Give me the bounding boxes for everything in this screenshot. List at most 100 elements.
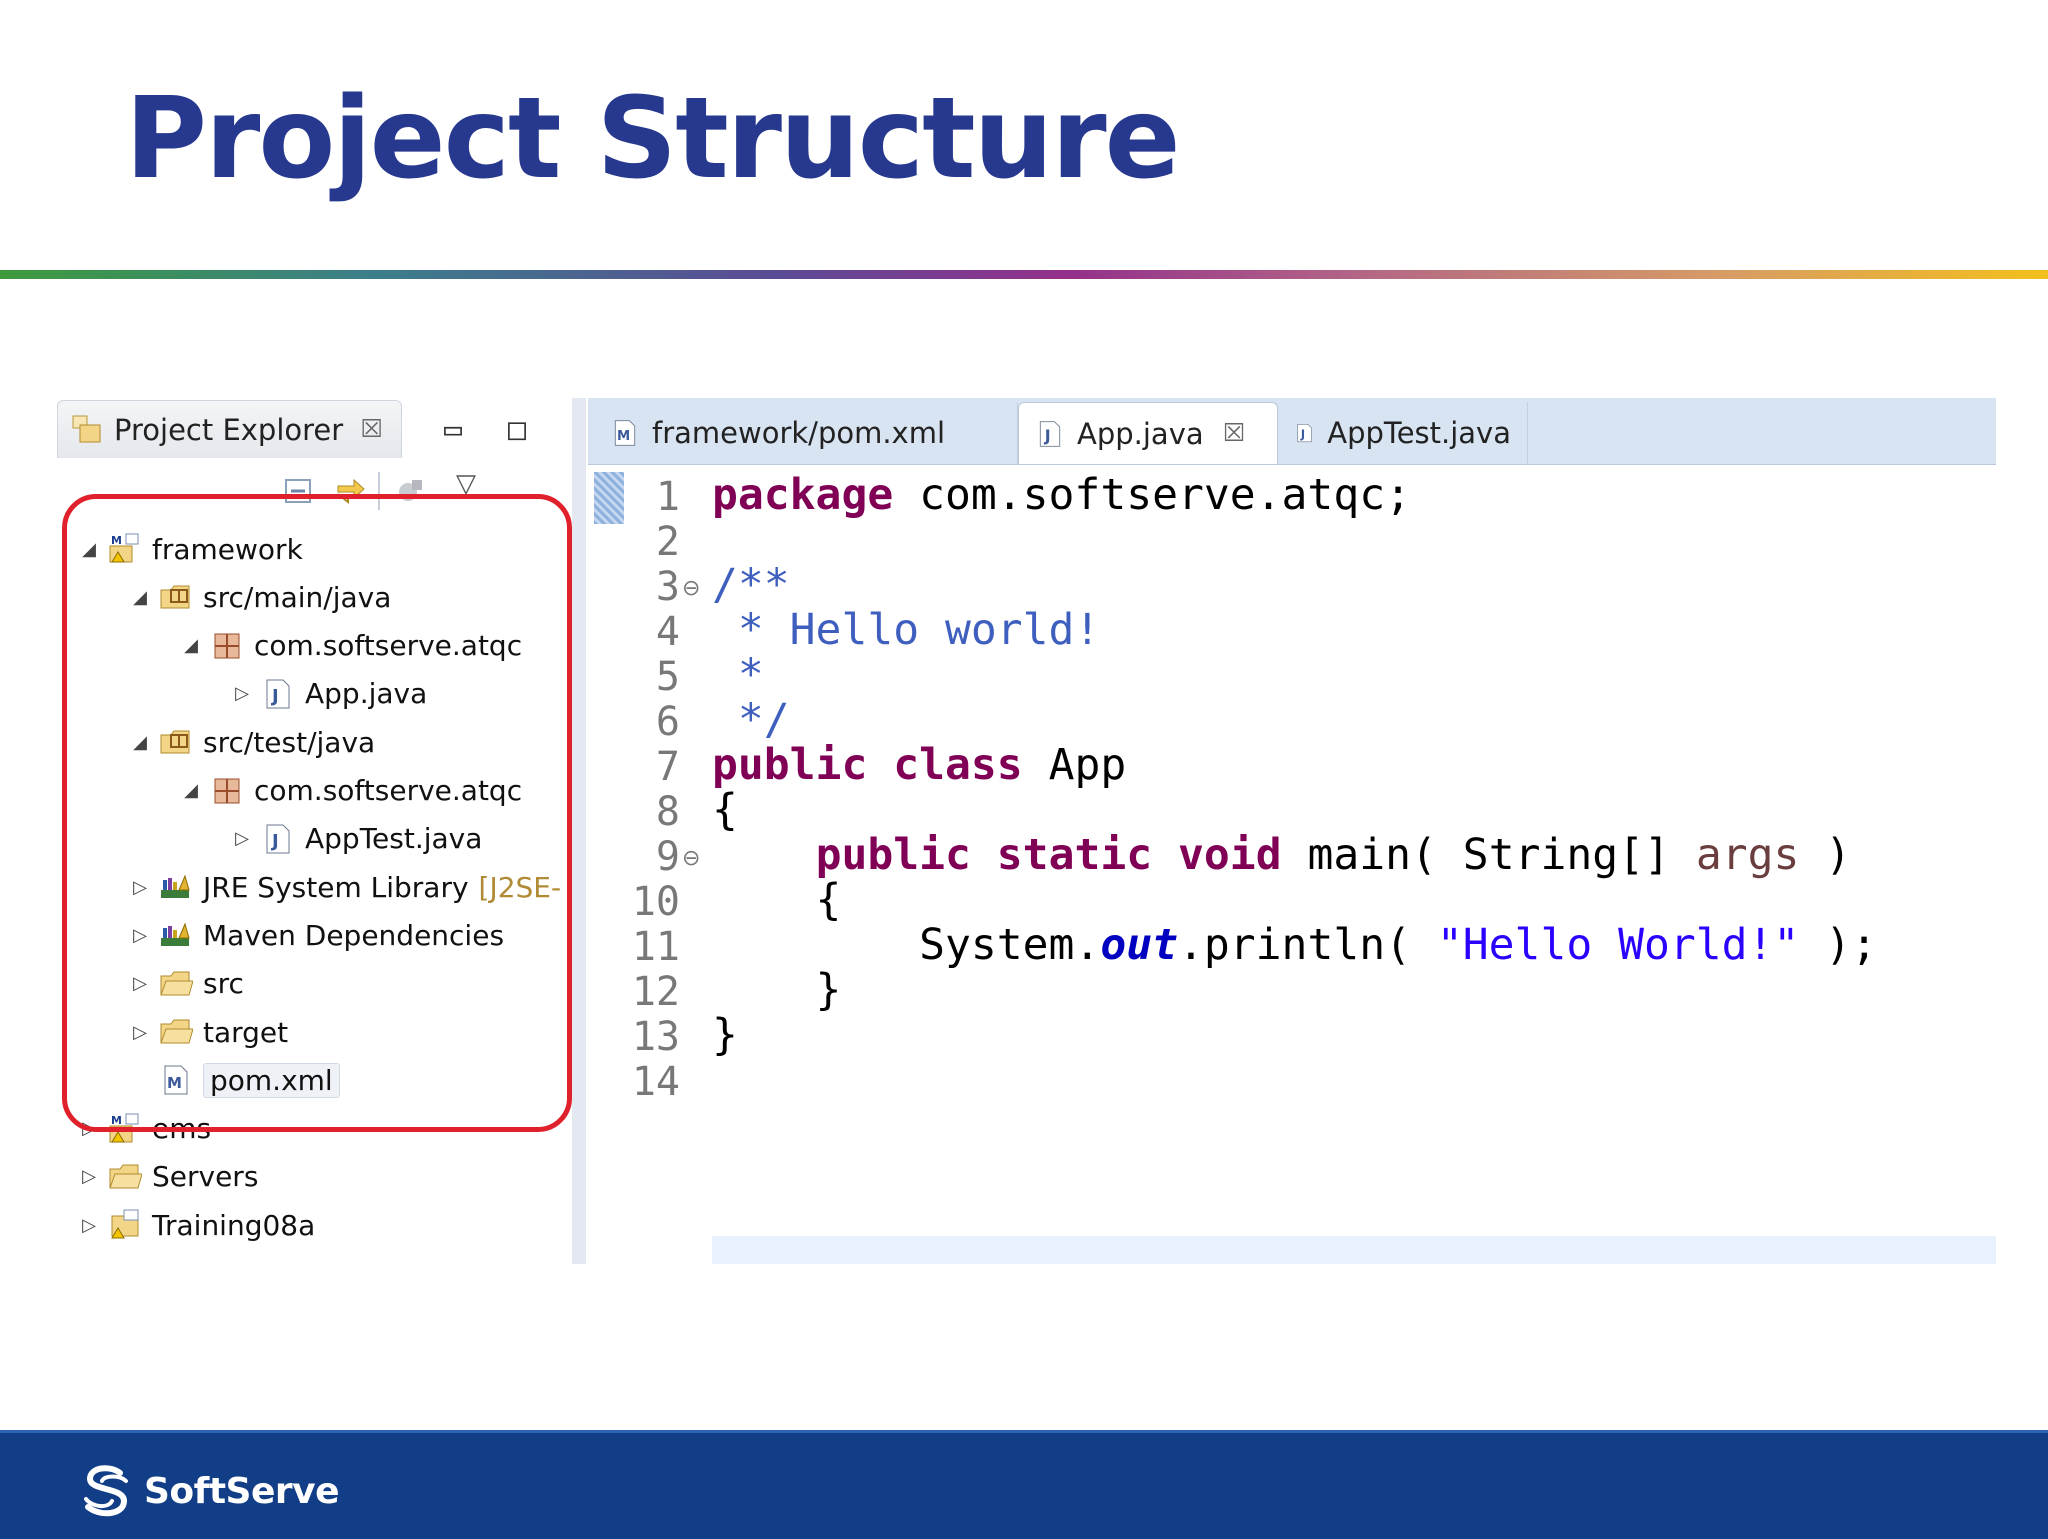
code-token: App xyxy=(1022,740,1127,790)
link-with-editor-icon[interactable] xyxy=(334,474,368,508)
svg-text:M: M xyxy=(167,1074,182,1092)
code-line: { xyxy=(712,871,842,929)
line-number: 12 xyxy=(631,969,680,1015)
code-line: System.out.println( "Hello World!" ); xyxy=(712,916,1877,974)
tree-item[interactable]: ▷ J AppTest.java xyxy=(233,816,492,862)
collapsed-arrow-icon[interactable]: ▷ xyxy=(133,876,147,898)
tree-item[interactable]: ▷Training08a xyxy=(80,1202,325,1248)
panel-divider[interactable] xyxy=(572,398,586,1264)
maven-file-icon: M xyxy=(164,1065,188,1095)
tree-item[interactable]: ▷ Maven Dependencies xyxy=(131,912,514,958)
code-comment: * xyxy=(712,650,764,700)
editor-tab-label: AppTest.java xyxy=(1327,416,1511,450)
maximize-icon[interactable]: □ xyxy=(508,412,527,447)
line-number: 9 xyxy=(655,834,680,880)
package-icon xyxy=(214,778,240,803)
close-icon[interactable]: ⮽ xyxy=(1223,418,1245,448)
tree-item-label: com.softserve.atqc xyxy=(254,629,523,663)
tab-project-explorer[interactable]: Project Explorer ⮽ xyxy=(57,400,402,458)
code-token: .println( xyxy=(1178,920,1437,970)
tree-item-label: JRE System Library xyxy=(203,870,469,904)
gradient-divider xyxy=(0,270,2048,279)
code-token: { xyxy=(712,875,842,925)
collapsed-arrow-icon[interactable]: ▷ xyxy=(133,1021,147,1043)
line-number: 1 xyxy=(655,474,680,520)
collapsed-arrow-icon[interactable]: ▷ xyxy=(235,828,249,850)
code-token: ); xyxy=(1799,920,1877,970)
expanded-arrow-icon[interactable]: ◢ xyxy=(184,635,198,657)
code-keyword: class xyxy=(893,740,1023,790)
tree-item[interactable]: ◢com.softserve.atqc xyxy=(182,768,532,814)
code-comment: */ xyxy=(712,695,790,745)
code-line: /** xyxy=(712,556,790,614)
expanded-arrow-icon[interactable]: ◢ xyxy=(133,731,147,753)
expanded-arrow-icon[interactable]: ◢ xyxy=(184,780,198,801)
filter-icon[interactable] xyxy=(394,474,428,508)
collapsed-arrow-icon[interactable]: ▷ xyxy=(82,1118,96,1140)
code-token: args xyxy=(1695,830,1800,880)
explorer-tab-bar: Project Explorer ⮽ ▭ □ xyxy=(52,398,572,464)
tree-item-label: src xyxy=(203,967,244,1001)
tree-item[interactable]: ▷ target xyxy=(131,1009,298,1055)
expanded-arrow-icon[interactable]: ◢ xyxy=(133,586,147,608)
svg-text:M: M xyxy=(111,534,122,547)
tree-item[interactable]: ◢ com.softserve.atqc xyxy=(182,623,532,669)
minimize-icon[interactable]: ▭ xyxy=(444,412,463,447)
fold-icon[interactable]: ⊖ xyxy=(682,846,701,871)
tree-item[interactable]: ▷JRE System Library[J2SE- xyxy=(131,864,561,910)
line-number: 5 xyxy=(655,654,680,700)
line-number: 6 xyxy=(655,699,680,745)
code-token: System. xyxy=(712,920,1101,970)
code-keyword: public xyxy=(815,830,971,880)
softserve-logo: SoftServe xyxy=(80,1463,340,1519)
line-number: 3 xyxy=(655,564,680,610)
code-token xyxy=(1152,830,1178,880)
tree-item-label: src/test/java xyxy=(203,725,376,759)
view-menu-icon[interactable]: ▽ xyxy=(456,468,476,498)
svg-text:J: J xyxy=(270,831,279,852)
tree-item[interactable]: ▷Servers xyxy=(80,1154,268,1200)
code-line: } xyxy=(712,1006,738,1064)
collapsed-arrow-icon[interactable]: ▷ xyxy=(82,1166,96,1188)
tree-item[interactable]: ▷ src xyxy=(131,961,254,1007)
tree-item-label: target xyxy=(203,1015,289,1049)
svg-text:M: M xyxy=(111,1114,122,1127)
close-icon[interactable]: ⮽ xyxy=(361,414,382,444)
tree-item-label: Maven Dependencies xyxy=(203,918,505,952)
slide-title: Project Structure xyxy=(125,74,1181,204)
project-icon xyxy=(111,1209,139,1239)
expanded-arrow-icon[interactable]: ◢ xyxy=(82,538,96,560)
code-line: { xyxy=(712,781,738,839)
package-icon xyxy=(214,633,240,659)
svg-text:M: M xyxy=(617,429,630,444)
collapsed-arrow-icon[interactable]: ▷ xyxy=(82,1214,96,1236)
code-keyword: package xyxy=(712,470,894,520)
line-number: 2 xyxy=(655,519,680,565)
code-token: } xyxy=(712,965,842,1015)
svg-text:J: J xyxy=(270,686,279,707)
folder-icon xyxy=(109,1164,142,1189)
maven-project-icon: M xyxy=(109,533,139,563)
fold-icon[interactable]: ⊖ xyxy=(682,576,701,601)
collapsed-arrow-icon[interactable]: ▷ xyxy=(133,924,147,946)
tree-item-label: AppTest.java xyxy=(305,822,483,856)
collapsed-arrow-icon[interactable]: ▷ xyxy=(133,973,147,995)
java-file-icon: J xyxy=(266,824,290,854)
line-number: 10 xyxy=(631,879,680,925)
tree-item-label: framework xyxy=(152,532,303,566)
code-line: public static void main( String[] args ) xyxy=(712,826,1852,884)
code-token: com.softserve.atqc; xyxy=(893,470,1411,520)
tree-item[interactable]: ◢ src/test/java xyxy=(131,719,385,765)
slide-footer: SoftServe xyxy=(0,1430,2048,1539)
collapsed-arrow-icon[interactable]: ▷ xyxy=(235,683,249,705)
collapse-all-icon[interactable] xyxy=(282,474,316,508)
tree-item[interactable]: ◢src/main/java xyxy=(131,574,401,620)
